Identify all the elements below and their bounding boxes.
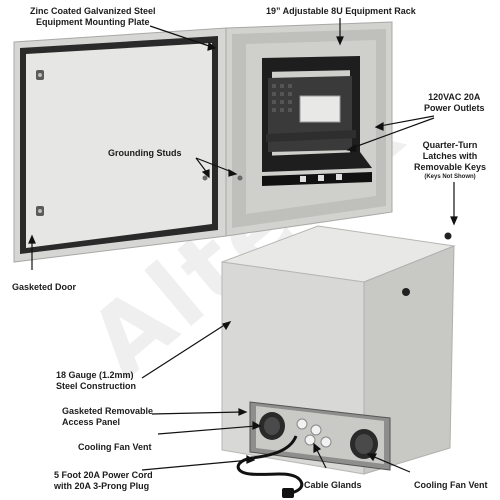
label-latches-line1: Quarter-Turn [422,140,478,150]
label-grounding-studs-line1: Grounding Studs [108,148,182,158]
label-latches-line3: Removable Keys [414,162,487,172]
label-mounting-plate: Zinc Coated Galvanized Steel Equipment M… [30,6,156,28]
label-mounting-plate-line2: Equipment Mounting Plate [36,17,150,27]
grounding-stud-body [237,175,243,181]
enclosure-right-face [363,245,455,475]
label-latches-line2: Latches with [422,151,478,161]
plug-icon [282,488,294,498]
label-equipment-rack: 19” Adjustable 8U Equipment Rack [266,6,416,17]
label-power-outlets-line2: Power Outlets [424,103,485,113]
label-fan-vent-left-line1: Cooling Fan Vent [78,442,152,452]
power-cord [236,435,304,498]
equipment-rack [262,56,372,172]
label-power-cord: 5 Foot 20A Power Cord with 20A 3-Prong P… [54,470,153,492]
rack-shelf-panel [299,95,341,123]
callout-lines [28,18,458,473]
closed-enclosure [221,225,456,475]
label-access-panel-line1: Gasketed Removable [62,406,154,416]
label-cable-glands: Cable Glands [304,480,362,491]
label-mounting-plate-line1: Zinc Coated Galvanized Steel [30,6,156,16]
label-steel-construction-line1: 18 Gauge (1.2mm) [56,370,134,380]
label-steel-construction-line2: Steel Construction [56,381,137,391]
label-gasketed-door-line1: Gasketed Door [12,282,77,292]
cable-gland [320,436,332,448]
cable-gland [310,424,322,436]
cable-gland [304,434,316,446]
label-access-panel: Gasketed Removable Access Panel [62,406,153,428]
grounding-stud-door [202,175,208,181]
label-power-outlets: 120VAC 20A Power Outlets [424,92,485,114]
label-access-panel-line2: Access Panel [62,417,121,427]
label-grounding-studs: Grounding Studs [108,148,182,159]
label-fan-vent-left: Cooling Fan Vent [78,442,152,453]
label-gasketed-door: Gasketed Door [12,282,76,293]
label-latches: Quarter-Turn Latches with Removable Keys… [414,140,486,181]
label-fan-vent-right: Cooling Fan Vent [414,480,488,491]
label-power-cord-line2: with 20A 3-Prong Plug [54,481,150,491]
power-outlets [262,172,372,186]
label-power-outlets-line1: 120VAC 20A [428,92,481,102]
label-power-cord-line1: 5 Foot 20A Power Cord [54,470,153,480]
open-door [13,27,227,263]
cable-gland [296,418,308,430]
label-steel-construction: 18 Gauge (1.2mm) Steel Construction [56,370,136,392]
label-latches-note: (Keys Not Shown) [424,174,476,180]
label-equipment-rack-line1: 19” Adjustable 8U Equipment Rack [266,6,416,16]
label-fan-vent-right-line1: Cooling Fan Vent [414,480,488,490]
latch-icon [402,288,410,296]
latch-icon [444,232,452,240]
label-cable-glands-line1: Cable Glands [304,480,362,490]
